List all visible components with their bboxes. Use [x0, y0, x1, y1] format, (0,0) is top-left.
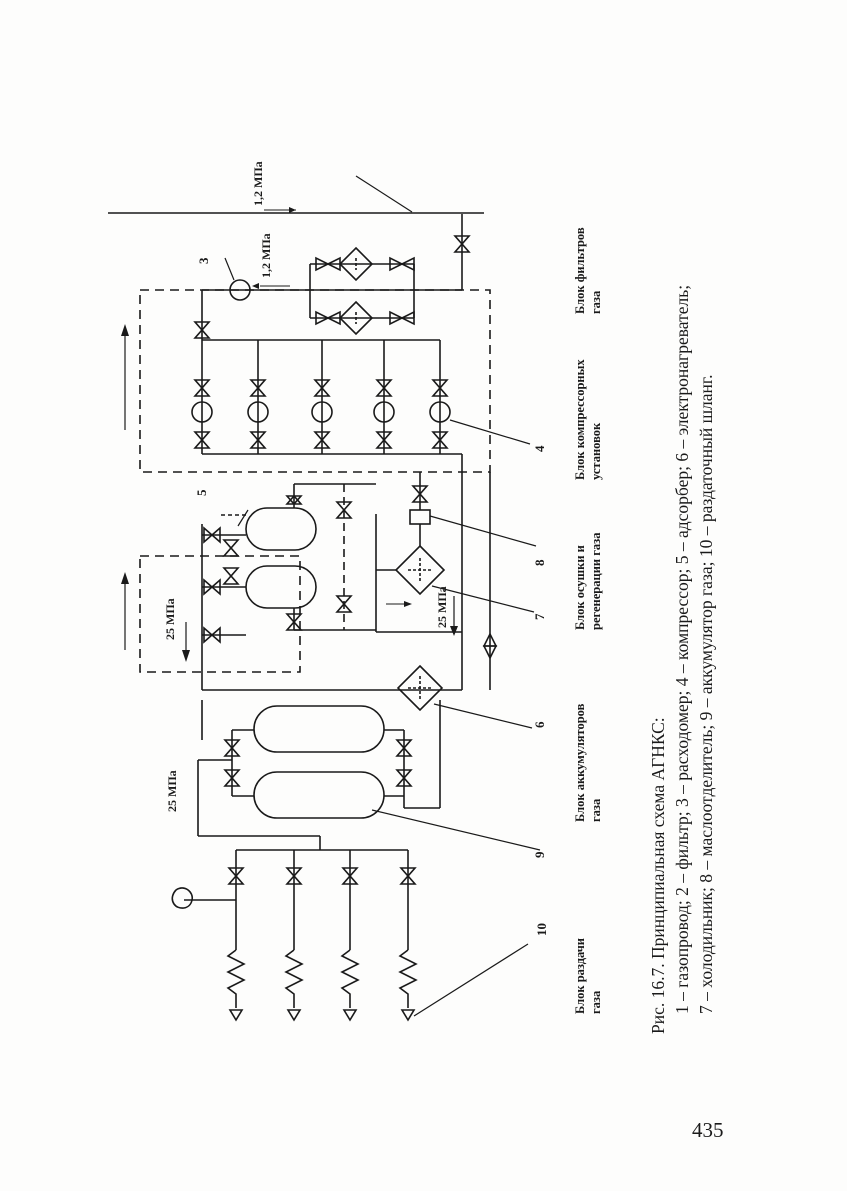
- block-label-line2: газа: [589, 290, 603, 314]
- callout-number: 7: [532, 613, 547, 620]
- block-label-line1: Блок фильтров: [573, 227, 587, 314]
- block-label-line2: газа: [589, 798, 603, 822]
- filter-top: [338, 246, 374, 282]
- compressor-row: [191, 340, 451, 454]
- filter-bottom: [338, 300, 374, 336]
- pressure-label: 1,2 МПа: [259, 233, 273, 278]
- pressure-label: 25 МПа: [163, 598, 177, 640]
- callout-number: 6: [532, 721, 547, 728]
- callout-number: 10: [534, 923, 549, 936]
- gas-accumulator-2: [253, 771, 385, 819]
- flame-icon: [171, 887, 194, 909]
- figure-caption-title: Рис. 16.7. Принципиальная схема АГНКС:: [648, 717, 668, 1034]
- callout-number: 9: [532, 851, 547, 858]
- gas-accumulator-1: [253, 705, 385, 753]
- figure-caption-line: 7 – холодильник; 8 – маслоотделитель; 9 …: [696, 375, 716, 1015]
- adsorber-1: [245, 507, 317, 551]
- dispenser-hoses: [226, 850, 418, 1022]
- valve-icon: [315, 256, 341, 272]
- pressure-label: 25 МПа: [165, 770, 179, 812]
- block-label-line2: установок: [589, 422, 603, 480]
- block-label-line2: регенерации газа: [589, 532, 603, 630]
- page-number: 435: [692, 1118, 724, 1142]
- callout-number: 3: [196, 257, 211, 264]
- oil-separator: [409, 509, 431, 525]
- block-label-line1: Блок раздачи: [573, 938, 587, 1014]
- electric-heater: [396, 664, 444, 712]
- pressure-label: 25 МПа: [435, 586, 449, 628]
- adsorber-2: [245, 565, 317, 609]
- block-label-line1: Блок осушки и: [573, 545, 587, 630]
- callout-number: 8: [532, 559, 547, 566]
- block-label-line1: Блок аккумуляторов: [573, 703, 587, 822]
- pressure-label: 1,2 МПа: [251, 161, 265, 206]
- cooler: [394, 544, 446, 596]
- figure-caption-line: 1 – газопровод; 2 – фильтр; 3 – расходом…: [672, 285, 692, 1014]
- callout-number: 5: [194, 489, 209, 496]
- compressor-block-boundary: [139, 289, 491, 473]
- pipeline-leader: [355, 175, 413, 213]
- block-label-line2: газа: [589, 990, 603, 1014]
- callout-number: 4: [532, 445, 547, 452]
- block-label-line1: Блок компрессорных: [573, 359, 587, 480]
